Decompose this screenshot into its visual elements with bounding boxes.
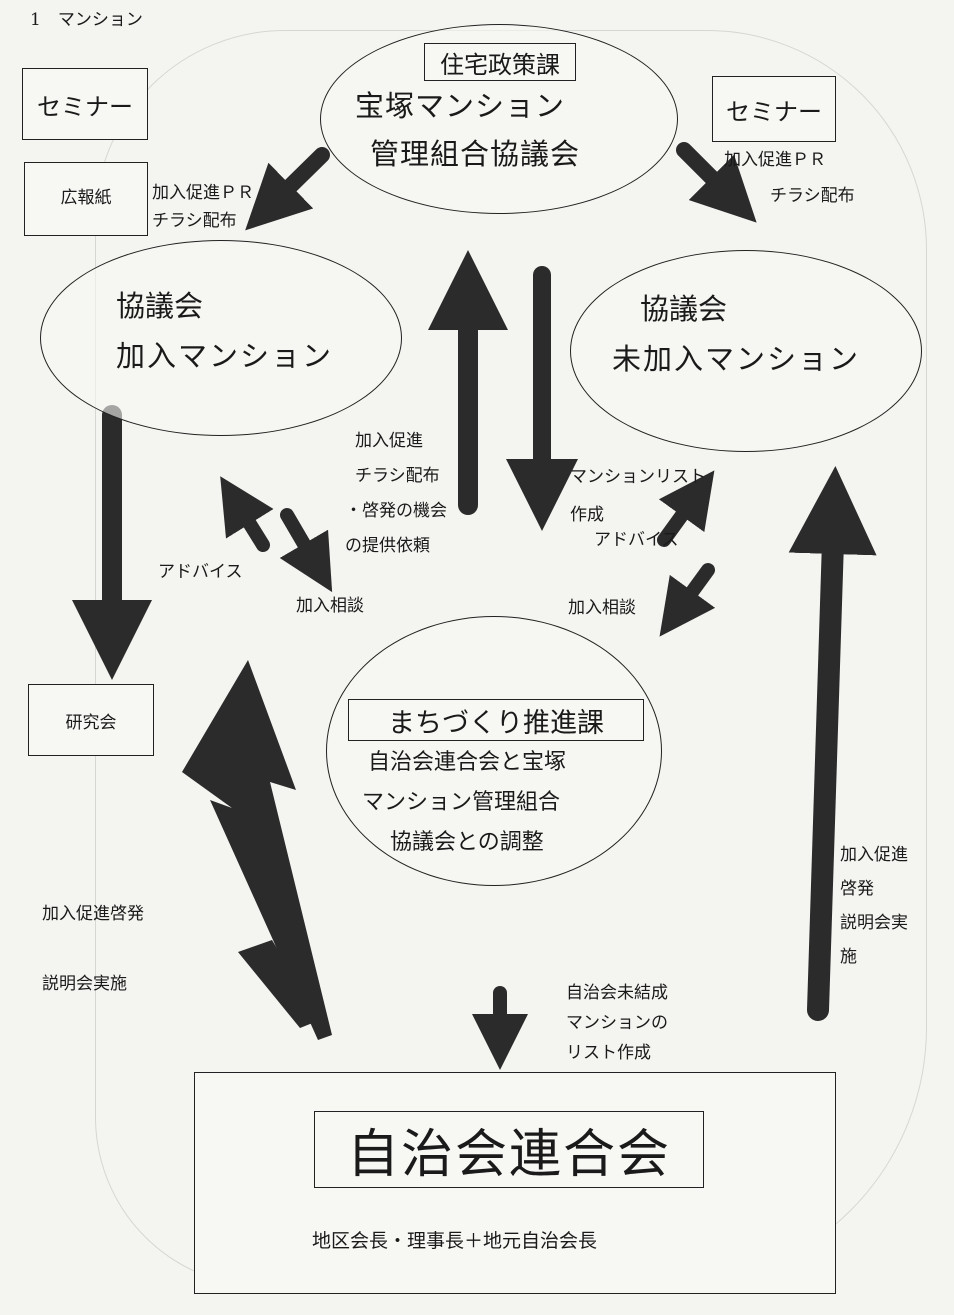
joined-line1: 協議会	[116, 289, 204, 323]
unformed-list-label: 自治会未結成 マンションの リスト作成	[566, 978, 668, 1068]
arrow-top-to-joined	[245, 147, 330, 231]
consult-right-label: 加入相談	[568, 598, 636, 618]
council-name-line2: 管理組合協議会	[370, 137, 581, 171]
center-line2: チラシ配布	[355, 466, 440, 486]
unjoined-mansion-node	[570, 250, 922, 452]
arrow-consult-from-unjoined	[659, 563, 716, 637]
left-bottom-line1: 加入促進啓発	[42, 904, 144, 924]
seminar-box-right: セミナー	[712, 76, 836, 142]
seminar-label: セミナー	[37, 92, 133, 121]
unjoined-line2: 未加入マンション	[612, 342, 861, 376]
arrow-top-to-unjoined	[676, 142, 757, 223]
federation-members: 地区会長・理事長＋地元自治会長	[312, 1230, 598, 1252]
arrow-advice-to-unjoined	[657, 470, 715, 547]
seminar-box-left: セミナー	[22, 68, 148, 140]
kohoshi-label: 広報紙	[60, 188, 112, 208]
center-line4: の提供依頼	[345, 536, 430, 556]
unformed-line1: 自治会未結成	[566, 983, 668, 1003]
joined-mansion-node	[40, 240, 402, 436]
machizukuri-node	[326, 616, 662, 886]
unformed-line2: マンションの	[566, 1013, 668, 1033]
right-bottom-line4: 施	[840, 947, 857, 967]
list-line2: 作成	[570, 505, 604, 525]
machi-line1: 自治会連合会と宝塚	[368, 750, 567, 775]
consult-left-label: 加入相談	[296, 596, 364, 616]
advice-right-label: アドバイス	[594, 530, 679, 550]
arrow-advice-to-joined	[220, 476, 274, 552]
center-line1: 加入促進	[355, 431, 423, 451]
right-bottom-label: 加入促進 啓発 説明会実 施	[840, 838, 908, 974]
right-bottom-line3: 説明会実	[840, 913, 908, 933]
right-bottom-line1: 加入促進	[840, 845, 908, 865]
unjoined-line1: 協議会	[640, 292, 728, 326]
center-request-label: 加入促進 チラシ配布 ・啓発の機会 の提供依頼	[345, 424, 447, 564]
center-line3: ・啓発の機会	[345, 501, 447, 521]
right-pr-line1: 加入促進ＰＲ	[724, 150, 826, 170]
left-pr-label: 加入促進ＰＲ チラシ配布	[152, 180, 254, 235]
federation-title-box: 自治会連合会	[314, 1111, 704, 1188]
lightning-fragment	[238, 940, 320, 1028]
machi-line3: 協議会との調整	[390, 830, 544, 855]
mansion-list-label: マンションリスト 作成	[570, 458, 706, 534]
arrow-lightning-federation-to-joined	[182, 660, 332, 1040]
section-heading: 1 マンション	[30, 10, 143, 30]
dept-machizukuri-box: まちづくり推進課	[348, 699, 644, 741]
federation-title: 自治会連合会	[346, 1125, 671, 1185]
right-bottom-line2: 啓発	[840, 879, 874, 899]
right-pr-line2: チラシ配布	[770, 186, 855, 206]
dept-housing-policy-box: 住宅政策課	[424, 43, 576, 81]
arrow-federation-to-unjoined	[788, 466, 877, 1021]
joined-line2: 加入マンション	[116, 339, 334, 373]
kohoshi-box: 広報紙	[24, 162, 148, 236]
machi-line2: マンション管理組合	[362, 790, 561, 815]
kenkyukai-label: 研究会	[65, 712, 117, 733]
arrow-consult-from-joined	[279, 508, 333, 593]
unformed-line3: リスト作成	[566, 1043, 651, 1063]
dept-machizukuri: まちづくり推進課	[388, 707, 604, 739]
left-pr-line1: 加入促進ＰＲ	[152, 183, 254, 203]
list-line1: マンションリスト	[570, 467, 706, 487]
advice-left-label: アドバイス	[158, 562, 243, 582]
seminar-label: セミナー	[726, 97, 822, 126]
left-bottom-line2: 説明会実施	[42, 974, 127, 994]
council-name-line1: 宝塚マンション	[355, 89, 566, 123]
left-pr-line2: チラシ配布	[152, 210, 237, 231]
kenkyukai-box: 研究会	[28, 684, 154, 756]
dept-housing-policy: 住宅政策課	[440, 50, 560, 79]
